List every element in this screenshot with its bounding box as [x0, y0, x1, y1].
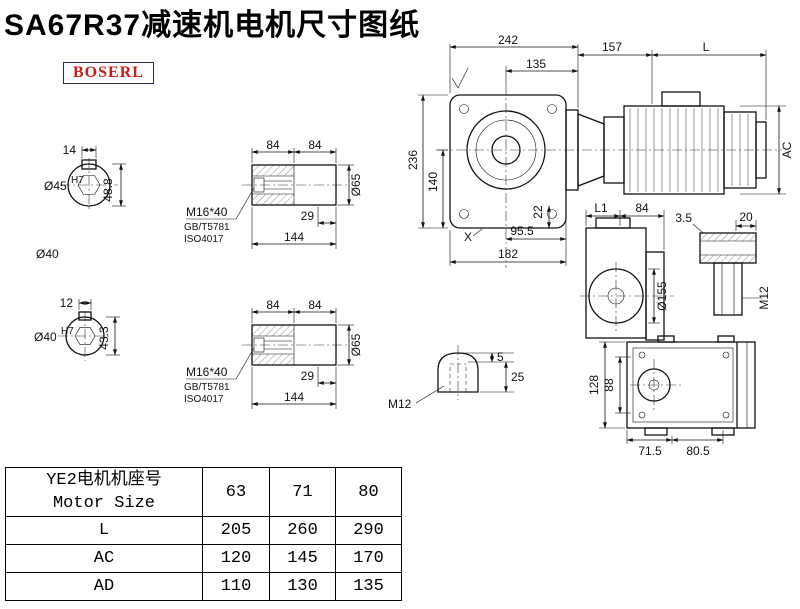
view-shaft-end-45: 14 Ø45 H7 48.8 Ø40: [36, 143, 126, 261]
outer-dia-label: Ø40: [36, 247, 59, 261]
dim-80_5-label: 80.5: [686, 444, 710, 458]
dim-242-label: 242: [498, 33, 518, 47]
dim-L-label: L: [703, 40, 710, 54]
dim-144-label: 144: [284, 230, 304, 244]
cell-size-63: 63: [202, 467, 270, 517]
view-shaft-end-40: 12 Ø40 H7 43.3: [34, 296, 120, 361]
standard1-label: GB/T5781: [184, 222, 230, 233]
dim-3_5-label: 3.5: [675, 211, 692, 225]
cell-value: 110: [202, 572, 270, 601]
cell-row-label: AC: [5, 544, 203, 573]
dim-84a-label: 84: [266, 298, 280, 312]
dim-84b-label: 84: [308, 298, 322, 312]
dim-128-label: 128: [587, 375, 601, 395]
dim-height-label: 48.8: [101, 178, 115, 202]
motor-size-table: YE2电机机座号 Motor Size 63 71 80 L 205 260 2…: [5, 467, 402, 601]
dim-84a-label: 84: [266, 138, 280, 152]
dia-65-label: Ø65: [349, 333, 363, 356]
cell-value: 135: [335, 572, 402, 601]
bore-label: Ø40: [34, 330, 57, 344]
standard1-label: GB/T5781: [184, 382, 230, 393]
dim-29-label: 29: [301, 369, 315, 383]
dim-135-label: 135: [526, 57, 546, 71]
cell-size-80: 80: [335, 467, 402, 517]
cell-row-label: AD: [5, 572, 203, 601]
dim-144-label: 144: [284, 390, 304, 404]
table-row-AC: AC 120 145 170: [5, 544, 402, 573]
dim-88-label: 88: [602, 378, 616, 392]
dim-236-label: 236: [406, 150, 420, 170]
dim-157-label: 157: [602, 40, 622, 54]
cell-size-71: 71: [269, 467, 336, 517]
view-shaft-side-lower: 84 84 M16*40 GB/T5781 ISO4017 29 144 Ø65: [184, 298, 363, 409]
dim-84b-label: 84: [308, 138, 322, 152]
bore-label: Ø45: [44, 179, 67, 193]
dim-71_5-label: 71.5: [638, 444, 662, 458]
cell-value: 170: [335, 544, 402, 573]
dim-20-label: 20: [739, 210, 753, 224]
cell-value: 290: [335, 516, 402, 545]
dim-key-width-label: 14: [63, 143, 77, 157]
dim-29-label: 29: [301, 209, 315, 223]
dia-65-label: Ø65: [349, 173, 363, 196]
dia-155-label: Ø155: [655, 281, 669, 311]
view-plug-detail: 5 25 M12: [388, 345, 525, 411]
brand-logo: BOSERL: [63, 62, 154, 84]
cell-value: 205: [202, 516, 270, 545]
dim-140-label: 140: [426, 172, 440, 192]
dim-25-label: 25: [511, 370, 525, 384]
page-title: SA67R37减速机电机尺寸图纸: [4, 9, 421, 42]
table-row-L: L 205 260 290: [5, 516, 402, 545]
view-main-assembly: 242 135 157 L AC 236 140 22 95.5: [406, 33, 794, 268]
standard2-label: ISO4017: [184, 394, 224, 405]
thread-m12-label: M12: [757, 286, 771, 310]
standard2-label: ISO4017: [184, 234, 224, 245]
dim-AC-label: AC: [780, 141, 794, 158]
dim-182-label: 182: [498, 247, 518, 261]
motor-size-label-en: Motor Size: [52, 494, 156, 513]
view-shaft-side-upper: 84 84 M16*40 GB/T5781 ISO4017 29 144 Ø65: [184, 138, 363, 249]
bore-tolerance-label: H7: [71, 175, 84, 186]
dim-84-label: 84: [635, 201, 649, 215]
table-row-AD: AD 110 130 135: [5, 572, 402, 601]
thread-spec-label: M16*40: [186, 365, 228, 379]
dim-height-label: 43.3: [97, 326, 111, 350]
dim-5-label: 5: [497, 350, 504, 364]
cell-motor-size-label: YE2电机机座号 Motor Size: [5, 467, 203, 517]
dim-key-width-label: 12: [60, 296, 74, 310]
dim-L1-label: L1: [594, 201, 608, 215]
technical-drawing-canvas: 14 Ø45 H7 48.8 Ø40 12 Ø40 H7 43.3: [34, 33, 794, 458]
surface-finish-icon: [451, 67, 469, 89]
dim-95_5-label: 95.5: [510, 224, 534, 238]
cell-value: 260: [269, 516, 336, 545]
cell-value: 120: [202, 544, 270, 573]
cell-value: 130: [269, 572, 336, 601]
view-rear-face: 128 88 71.5 80.5: [587, 335, 756, 458]
table-header-row: YE2电机机座号 Motor Size 63 71 80: [5, 467, 402, 517]
label-x: X: [464, 230, 472, 244]
cell-value: 145: [269, 544, 336, 573]
motor-size-label-cn: YE2电机机座号: [46, 471, 162, 490]
view-gearbox-side: L1 84 Ø155 3.5 20 M12: [580, 201, 771, 341]
bore-tolerance-label: H7: [61, 326, 74, 337]
dim-22-label: 22: [531, 205, 545, 219]
thread-m12-label: M12: [388, 397, 412, 411]
thread-spec-label: M16*40: [186, 205, 228, 219]
cell-row-label: L: [5, 516, 203, 545]
